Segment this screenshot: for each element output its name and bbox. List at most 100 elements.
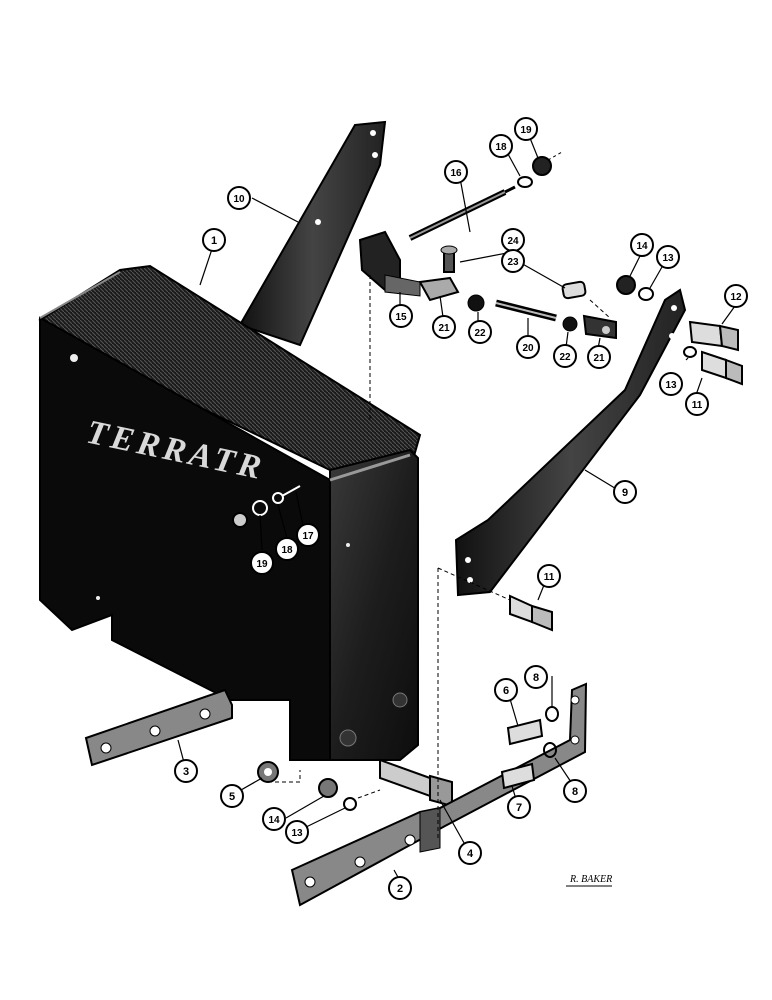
callout-label: 13 bbox=[662, 253, 674, 264]
callout-19: 19 bbox=[250, 551, 274, 575]
weight-block-1 bbox=[38, 264, 422, 761]
callout-4: 4 bbox=[458, 841, 482, 865]
callout-11: 11 bbox=[685, 392, 709, 416]
pin-24 bbox=[440, 245, 458, 273]
callout-label: 11 bbox=[544, 572, 555, 583]
callout-label: 24 bbox=[507, 236, 519, 247]
brace-9 bbox=[454, 288, 687, 597]
callout-label: 14 bbox=[636, 241, 648, 252]
bar-3 bbox=[84, 688, 233, 767]
callout-circle bbox=[613, 480, 637, 504]
callout-circle bbox=[458, 841, 482, 865]
callout-circle bbox=[524, 665, 548, 689]
callout-label: 13 bbox=[291, 828, 303, 839]
callout-21: 21 bbox=[587, 345, 611, 369]
callout-12: 12 bbox=[724, 284, 748, 308]
callout-5: 5 bbox=[220, 784, 244, 808]
callout-22: 22 bbox=[553, 344, 577, 368]
callout-6: 6 bbox=[494, 678, 518, 702]
callout-label: 13 bbox=[665, 380, 677, 391]
callout-circle bbox=[468, 320, 492, 344]
callout-2: 2 bbox=[388, 876, 412, 900]
callout-14: 14 bbox=[630, 233, 654, 257]
callout-15: 15 bbox=[389, 304, 413, 328]
callout-19: 19 bbox=[514, 117, 538, 141]
nut-washer-right bbox=[616, 275, 654, 301]
callout-20: 20 bbox=[516, 335, 540, 359]
callout-label: 8 bbox=[533, 672, 539, 684]
linkage-assembly bbox=[418, 276, 617, 340]
plate-2 bbox=[290, 682, 588, 907]
callout-circle bbox=[507, 795, 531, 819]
callout-circle bbox=[220, 784, 244, 808]
bolts-6-7 bbox=[500, 706, 559, 790]
callout-label: 19 bbox=[256, 559, 268, 570]
callout-circle bbox=[262, 807, 286, 831]
callout-label: 14 bbox=[268, 815, 280, 826]
callout-7: 7 bbox=[507, 795, 531, 819]
callout-18: 18 bbox=[489, 134, 513, 158]
callout-circle bbox=[432, 315, 456, 339]
callout-circle bbox=[724, 284, 748, 308]
callout-label: 21 bbox=[593, 353, 605, 364]
callout-label: 2 bbox=[397, 883, 403, 895]
callout-label: 6 bbox=[503, 685, 509, 697]
callout-1: 1 bbox=[202, 228, 226, 252]
callout-circle bbox=[630, 233, 654, 257]
callout-circle bbox=[296, 523, 320, 547]
callout-10: 10 bbox=[227, 186, 251, 210]
callout-label: 23 bbox=[507, 257, 519, 268]
callout-label: 16 bbox=[450, 168, 462, 179]
callout-8: 8 bbox=[563, 779, 587, 803]
rod-16 bbox=[408, 185, 516, 241]
callout-22: 22 bbox=[468, 320, 492, 344]
callout-label: 8 bbox=[572, 786, 578, 798]
callout-circle bbox=[656, 245, 680, 269]
brace-10 bbox=[238, 120, 387, 347]
callout-circle bbox=[174, 759, 198, 783]
callout-circle bbox=[227, 186, 251, 210]
callout-circle bbox=[388, 876, 412, 900]
callout-11: 11 bbox=[537, 564, 561, 588]
callout-label: 3 bbox=[183, 766, 189, 778]
lower-hardware bbox=[257, 761, 357, 811]
callout-label: 21 bbox=[438, 323, 450, 334]
callout-label: 9 bbox=[622, 487, 628, 499]
callout-label: 7 bbox=[516, 802, 522, 814]
callout-circle bbox=[444, 160, 468, 184]
callout-13: 13 bbox=[656, 245, 680, 269]
callout-label: 18 bbox=[281, 545, 293, 556]
pin-23 bbox=[561, 280, 587, 300]
washer-nut-top bbox=[517, 151, 563, 188]
callout-circle bbox=[285, 820, 309, 844]
callout-label: 20 bbox=[522, 343, 534, 354]
callout-circle bbox=[563, 779, 587, 803]
callout-14: 14 bbox=[262, 807, 286, 831]
callout-23: 23 bbox=[501, 249, 525, 273]
callout-circle bbox=[659, 372, 683, 396]
callout-24: 24 bbox=[501, 228, 525, 252]
callout-circle bbox=[516, 335, 540, 359]
callout-8: 8 bbox=[524, 665, 548, 689]
callout-label: 15 bbox=[395, 312, 407, 323]
callout-circle bbox=[202, 228, 226, 252]
callout-circle bbox=[489, 134, 513, 158]
bolt-11-lower bbox=[509, 594, 553, 632]
callout-circle bbox=[685, 392, 709, 416]
assembly-lines bbox=[268, 275, 611, 840]
callout-label: 11 bbox=[692, 400, 703, 411]
callout-circle bbox=[250, 551, 274, 575]
callout-13: 13 bbox=[659, 372, 683, 396]
callout-label: 17 bbox=[302, 531, 314, 542]
callout-label: 1 bbox=[211, 235, 217, 247]
callout-circle bbox=[537, 564, 561, 588]
bracket-15 bbox=[358, 230, 421, 297]
bolts-right bbox=[683, 320, 743, 386]
artist-signature: R. BAKER bbox=[569, 874, 612, 885]
callout-18: 18 bbox=[275, 537, 299, 561]
callout-17: 17 bbox=[296, 523, 320, 547]
callout-label: 22 bbox=[474, 328, 486, 339]
callout-circle bbox=[389, 304, 413, 328]
